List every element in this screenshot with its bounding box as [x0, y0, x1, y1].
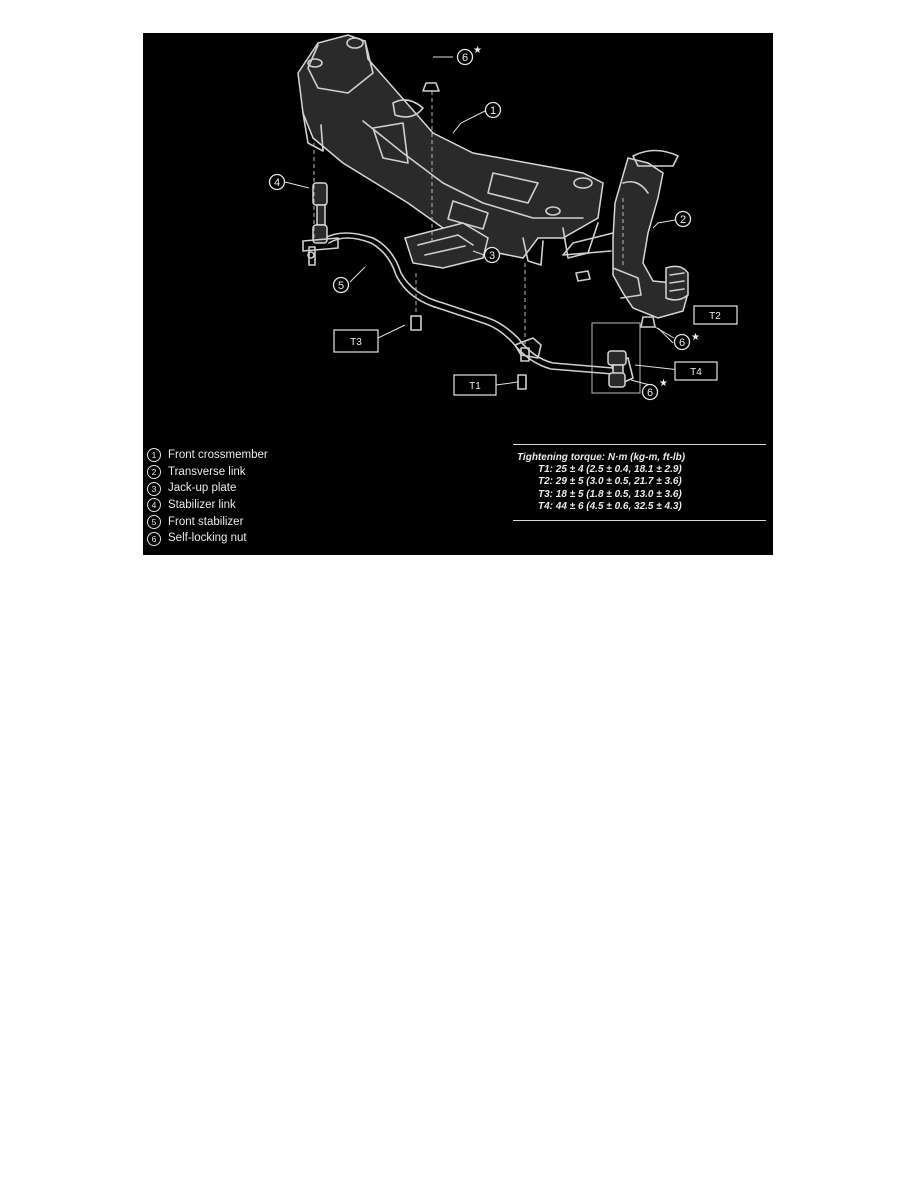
- star-marker-mid: ★: [691, 332, 700, 343]
- jack-up-plate-drawing: [404, 222, 489, 269]
- callout-6-top: 6 ★: [456, 45, 482, 66]
- legend-item: 5 Front stabilizer: [147, 514, 377, 531]
- torque-title: Tightening torque: N·m (kg-m, ft-lb): [517, 452, 686, 463]
- legend-item: 1 Front crossmember: [147, 447, 377, 464]
- torque-tag-t2-label: T2: [709, 311, 721, 322]
- torque-tag-t3: T3: [333, 329, 379, 353]
- legend-number: 6: [147, 531, 161, 546]
- legend-label: Front stabilizer: [168, 515, 244, 528]
- front-crossmember-drawing: [297, 34, 604, 266]
- assembly-lines: [313, 91, 624, 345]
- diagram-illustration: 1 2 3 4 5 6 ★ 6 ★ 6 ★: [268, 34, 738, 401]
- callout-3-num: 3: [489, 250, 495, 262]
- callout-2: 2: [674, 210, 692, 228]
- torque-tag-t4: T4: [674, 361, 718, 381]
- callout-3: 3: [483, 246, 501, 264]
- legend-number: 1: [147, 448, 161, 463]
- stabilizer-link-drawing: [302, 182, 339, 259]
- legend-number: 2: [147, 465, 161, 480]
- stabilizer-link-right-drawing: [607, 350, 627, 388]
- callout-6-bottom-num: 6: [647, 387, 653, 399]
- callout-4: 4: [268, 173, 286, 191]
- bracket-panel: [591, 322, 641, 394]
- legend-number: 4: [147, 498, 161, 513]
- callout-6-bottom: 6 ★: [641, 378, 668, 401]
- legend-item: 6 Self-locking nut: [147, 530, 377, 547]
- torque-tag-t1: T1: [453, 374, 497, 396]
- callout-5-num: 5: [338, 280, 344, 292]
- callout-6-mid-num: 6: [679, 337, 685, 349]
- torque-spec-table: Tightening torque: N·m (kg-m, ft-lb) T1:…: [513, 444, 766, 521]
- callout-5: 5: [332, 276, 350, 294]
- legend-number: 3: [147, 481, 161, 496]
- legend-item: 3 Jack-up plate: [147, 480, 377, 497]
- torque-tag-t4-label: T4: [690, 367, 702, 378]
- callout-1-num: 1: [490, 105, 496, 117]
- legend-label: Transverse link: [168, 465, 246, 478]
- star-marker-bottom: ★: [659, 378, 668, 389]
- legend-item: 2 Transverse link: [147, 464, 377, 481]
- callout-6-mid: 6 ★: [673, 332, 700, 351]
- torque-tag-t2: T2: [693, 305, 738, 325]
- torque-tag-t3-label: T3: [350, 337, 362, 348]
- legend-number: 5: [147, 515, 161, 530]
- leader-lines: [284, 56, 681, 386]
- legend-label: Front crossmember: [168, 449, 268, 461]
- torque-bottom-rule: [513, 519, 766, 521]
- legend-label: Jack-up plate: [168, 482, 237, 495]
- torque-top-rule: [513, 444, 766, 445]
- callout-6-top-num: 6: [462, 52, 468, 64]
- suspension-diagram: 1 2 3 4 5 6 ★ 6 ★ 6 ★: [143, 33, 773, 555]
- torque-row-t4: T4: 44 ± 6 (4.5 ± 0.6, 32.5 ± 4.3): [538, 501, 682, 513]
- transverse-link-drawing: [562, 149, 689, 319]
- callout-2-num: 2: [680, 214, 686, 226]
- torque-row-t2: T2: 29 ± 5 (3.0 ± 0.5, 21.7 ± 3.6): [538, 476, 682, 488]
- callout-1: 1: [484, 101, 502, 119]
- legend-item: 4 Stabilizer link: [147, 497, 377, 514]
- legend-label: Stabilizer link: [168, 499, 236, 512]
- torque-tag-t1-label: T1: [469, 381, 481, 392]
- star-marker-top: ★: [473, 45, 482, 56]
- callout-4-num: 4: [274, 177, 280, 189]
- torque-row-t3: T3: 18 ± 5 (1.8 ± 0.5, 13.0 ± 3.6): [538, 488, 682, 500]
- legend-label: Self-locking nut: [168, 532, 247, 545]
- parts-legend: 1 Front crossmember 2 Transverse link 3 …: [147, 447, 377, 547]
- torque-row-t1: T1: 25 ± 4 (2.5 ± 0.4, 18.1 ± 2.9): [538, 464, 682, 475]
